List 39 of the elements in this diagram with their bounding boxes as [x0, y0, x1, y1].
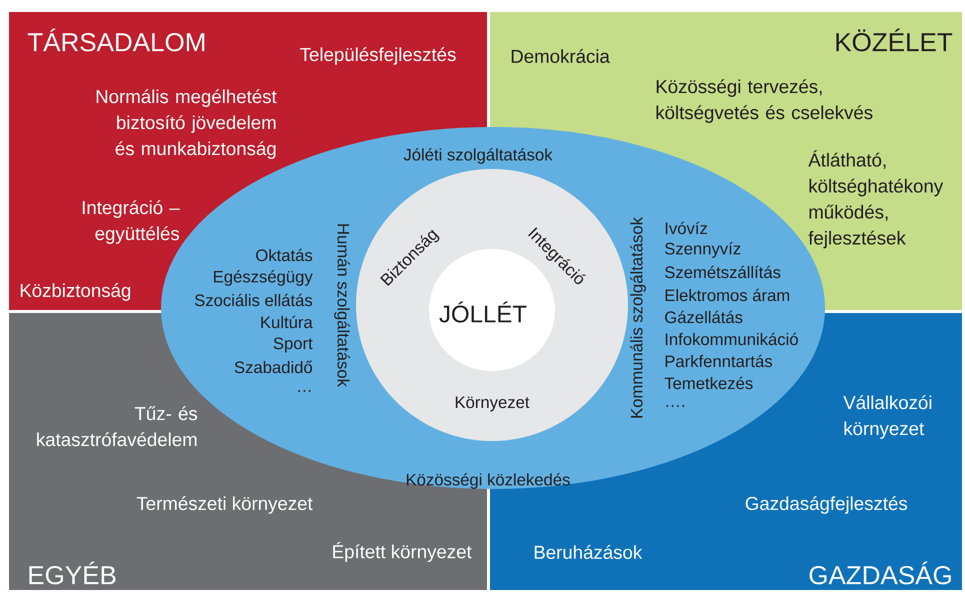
item-label: Oktatás	[256, 248, 312, 262]
heading: TÁRSADALOM	[28, 28, 204, 52]
item-label: Egészségügy	[214, 270, 313, 286]
ring-label: Kommunális szolgáltatások	[630, 217, 646, 418]
item-label: Tűz- és katasztrófavédelem	[37, 406, 198, 446]
item-label: Infokommunikáció	[666, 332, 798, 346]
item-label: Gázellátás	[665, 310, 742, 324]
item-label: Átlátható, költséghatékony működés, fejlesztések	[808, 150, 944, 248]
item-label: Integráció – együttélés	[82, 200, 180, 244]
item-label: Településfejlesztés	[300, 47, 456, 65]
item-label: Épített környezet	[333, 542, 472, 562]
heading: GAZDASÁG	[810, 562, 951, 584]
center-label: JÓLLÉT	[439, 301, 526, 323]
item-label: Temetkezés	[664, 376, 753, 390]
item-label: Közbiztonság	[20, 283, 130, 301]
item-label: Szemétszállítás	[665, 266, 780, 278]
item-label: Elektromos áram	[666, 288, 790, 302]
ellipsis: ….	[666, 405, 684, 407]
ring-label: Humán szolgáltatások	[334, 224, 350, 387]
item-label: Gazdaságfejlesztés	[746, 496, 908, 514]
item-label: Normális megélhetést biztosító jövedelem és munkabiztonság	[96, 89, 277, 159]
ellipsis: …	[298, 390, 310, 392]
item-label: Ivóvíz	[666, 222, 707, 234]
item-label: Szociális ellátás	[194, 294, 312, 306]
item-label: Közösségi tervezés, költségvetés és cselekvés	[656, 79, 872, 123]
item-label: Természeti környezet	[136, 496, 313, 514]
item-label: Vállalkozói környezet	[843, 395, 932, 439]
item-label: Kultúra	[261, 316, 313, 328]
heading: EGYÉB	[29, 562, 116, 584]
item-label: Parkfenntartás	[666, 354, 772, 368]
item-label: Demokrácia	[512, 49, 610, 63]
heading: KÖZÉLET	[836, 28, 952, 52]
ring-label: Jóléti szolgáltatások	[404, 148, 553, 164]
item-label: Beruházások	[534, 545, 642, 559]
ring-label: Közösségi közlekedés	[406, 473, 570, 489]
item-label: Szabadidő	[234, 360, 312, 374]
item-label: Sport	[274, 337, 313, 353]
item-label: Szennyvíz	[665, 242, 740, 258]
ring-label: Környezet	[456, 396, 530, 412]
